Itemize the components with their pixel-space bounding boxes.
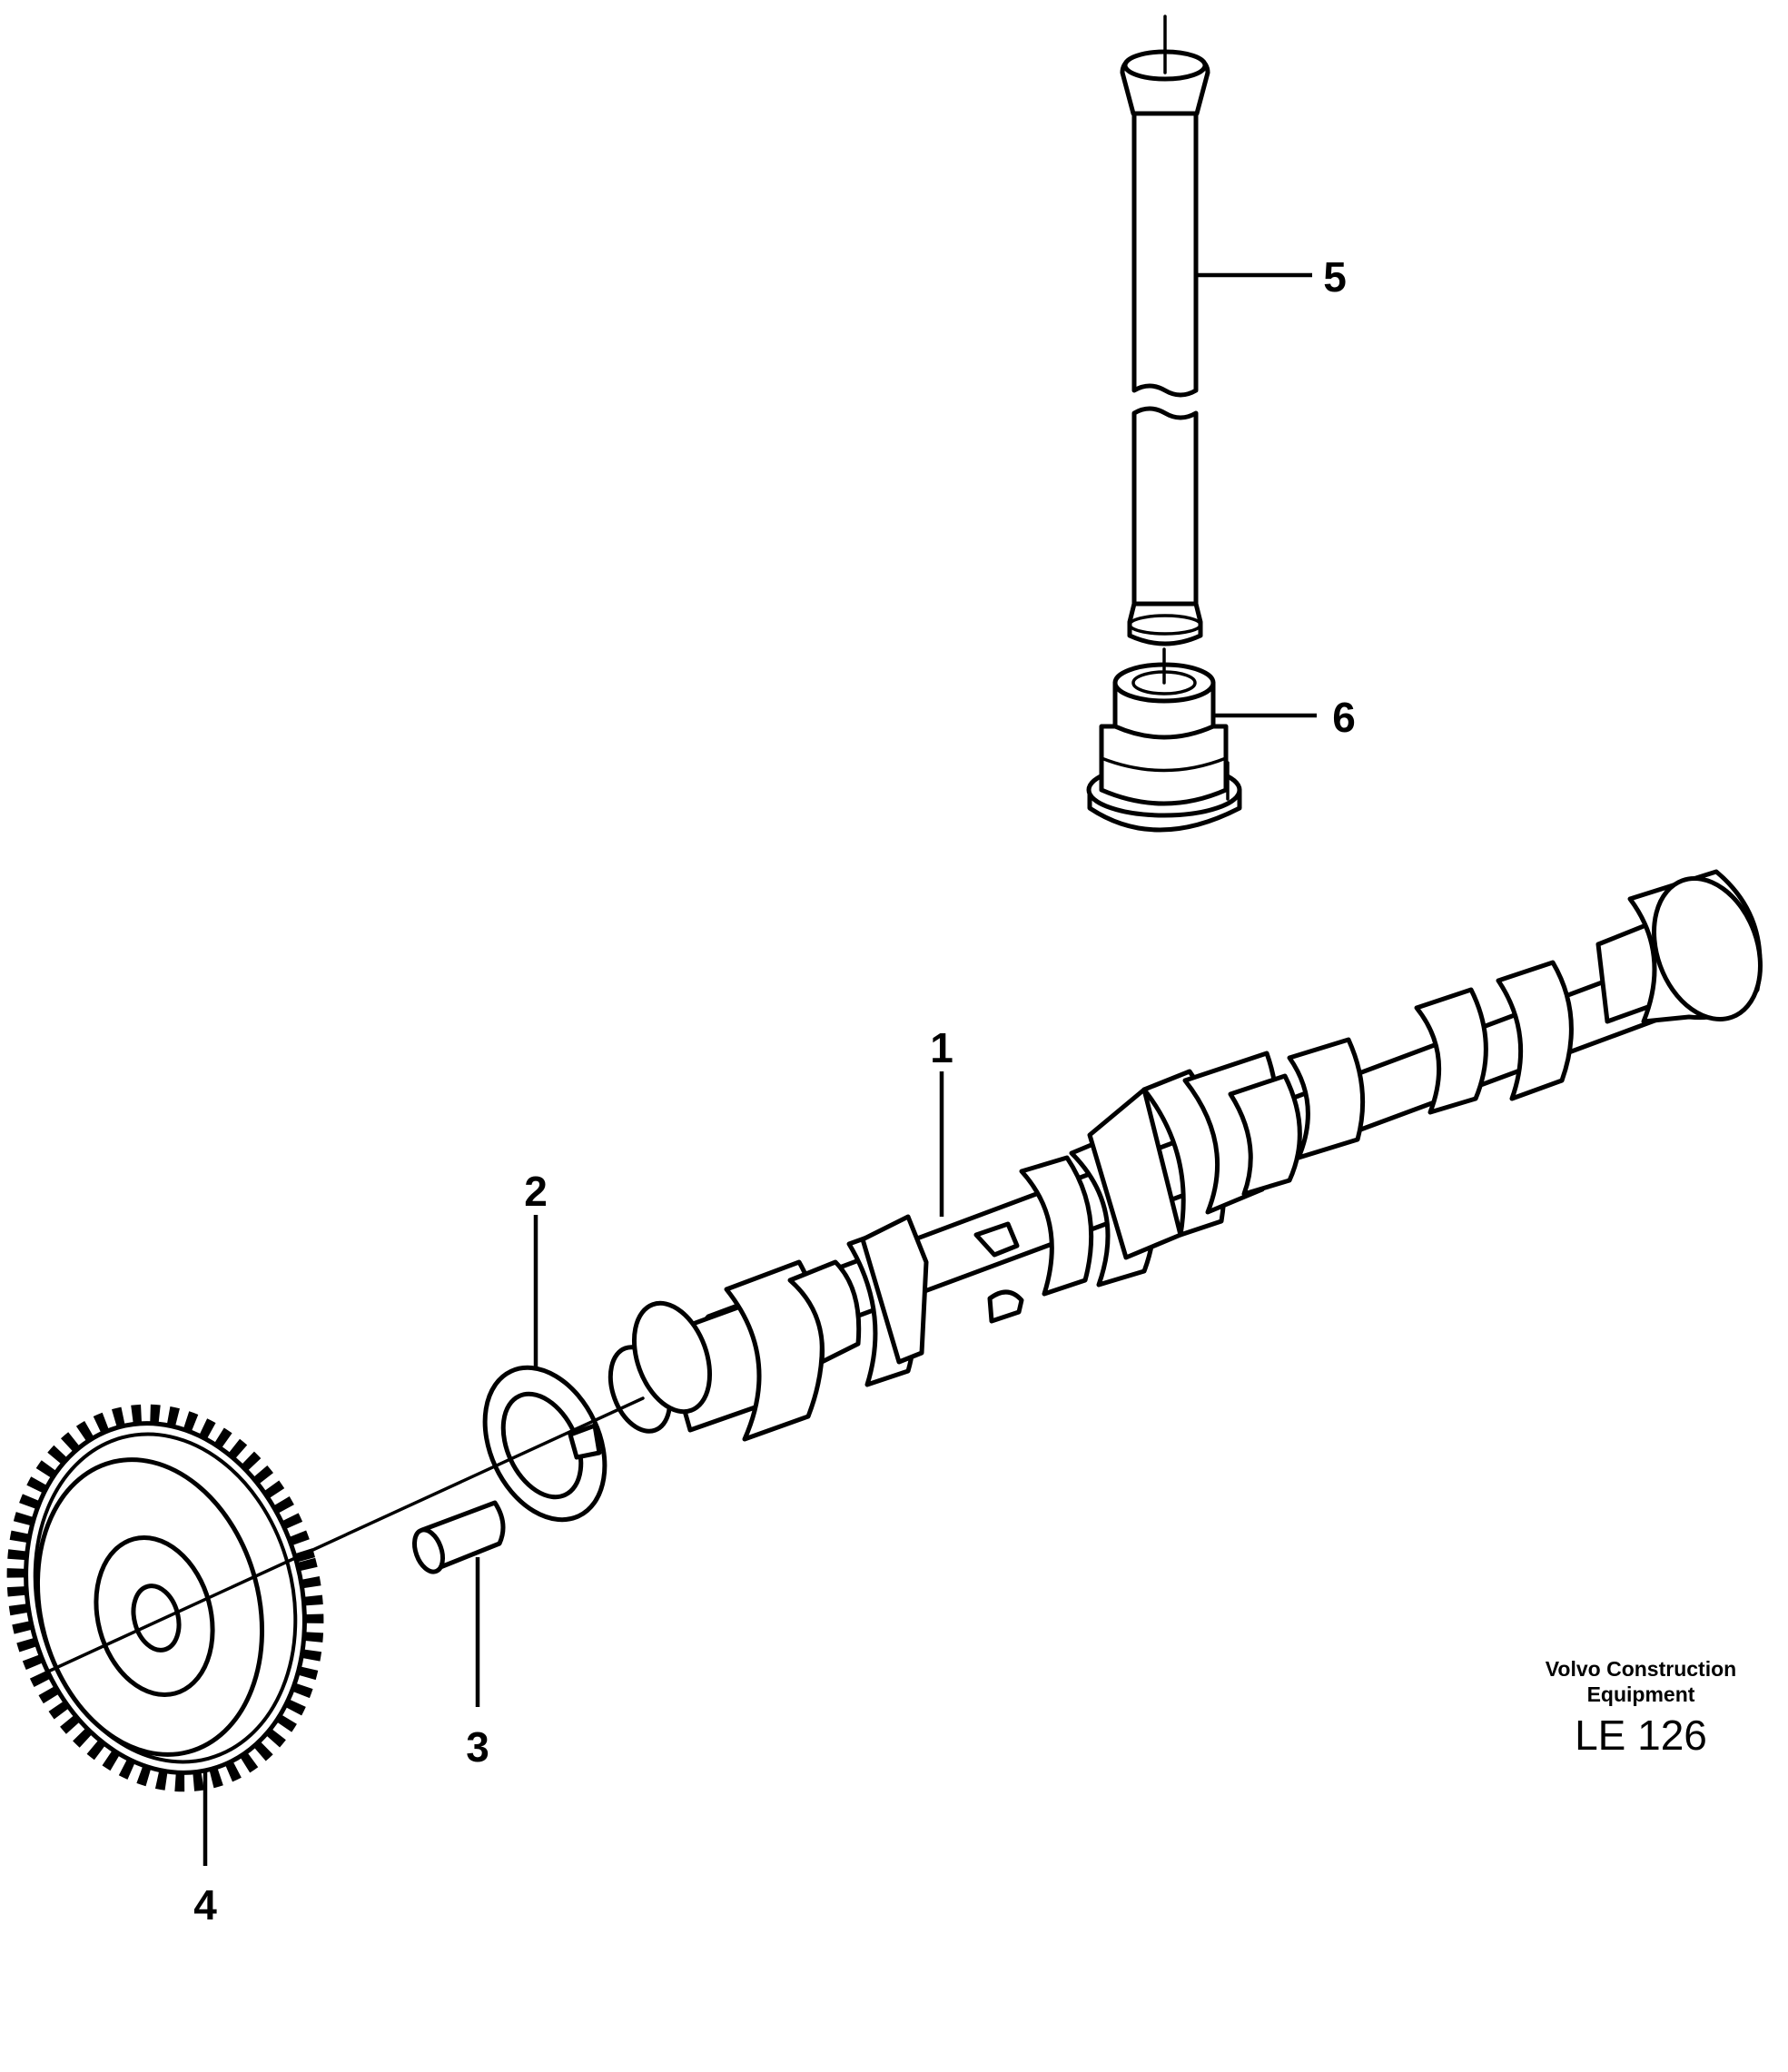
camshaft-gear (6, 1404, 324, 1792)
valve-tappet (1086, 647, 1242, 833)
push-rod (1120, 15, 1210, 646)
brand-line-1: Volvo Construction (1546, 1657, 1736, 1681)
assembly-axis (48, 1396, 645, 1672)
brand-line-2: Equipment (1587, 1682, 1695, 1706)
camshaft (608, 869, 1763, 1442)
callout-2: 2 (524, 1168, 548, 1215)
callout-4: 4 (193, 1881, 217, 1929)
callout-3: 3 (466, 1723, 489, 1771)
callout-5: 5 (1323, 253, 1347, 301)
pin (411, 1500, 506, 1574)
drawing-reference: LE 126 (1575, 1712, 1707, 1759)
callout-1: 1 (930, 1024, 953, 1071)
callout-6: 6 (1332, 694, 1356, 741)
